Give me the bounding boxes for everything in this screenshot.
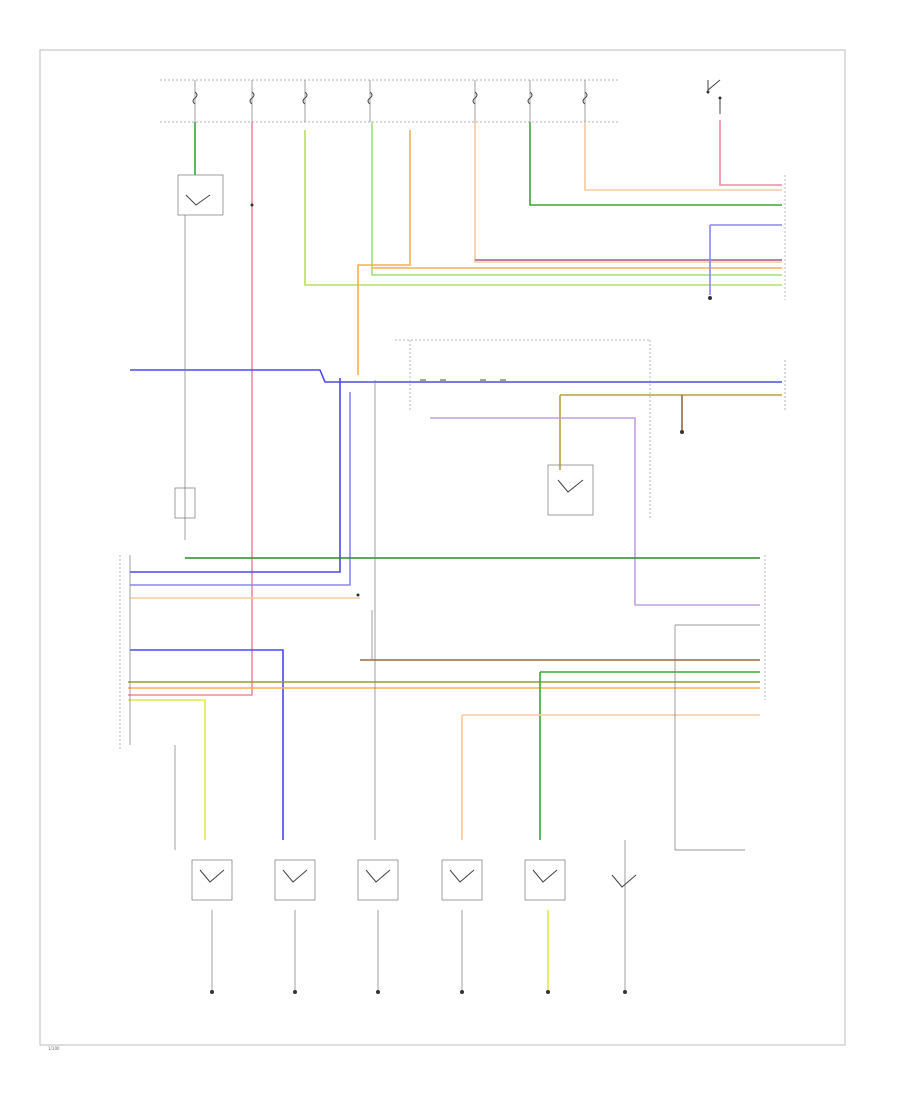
upper-left-switch [174,174,224,519]
wire-set [128,120,782,990]
ground-symbols [210,296,712,994]
right-connectors [764,175,786,700]
bottom-switches [191,859,637,901]
ground-wires [119,215,760,990]
diagram-frame [39,49,846,1046]
fuse-row [160,79,722,123]
middle-relay [250,203,650,597]
footer-code: 1/100 [48,1046,60,1051]
